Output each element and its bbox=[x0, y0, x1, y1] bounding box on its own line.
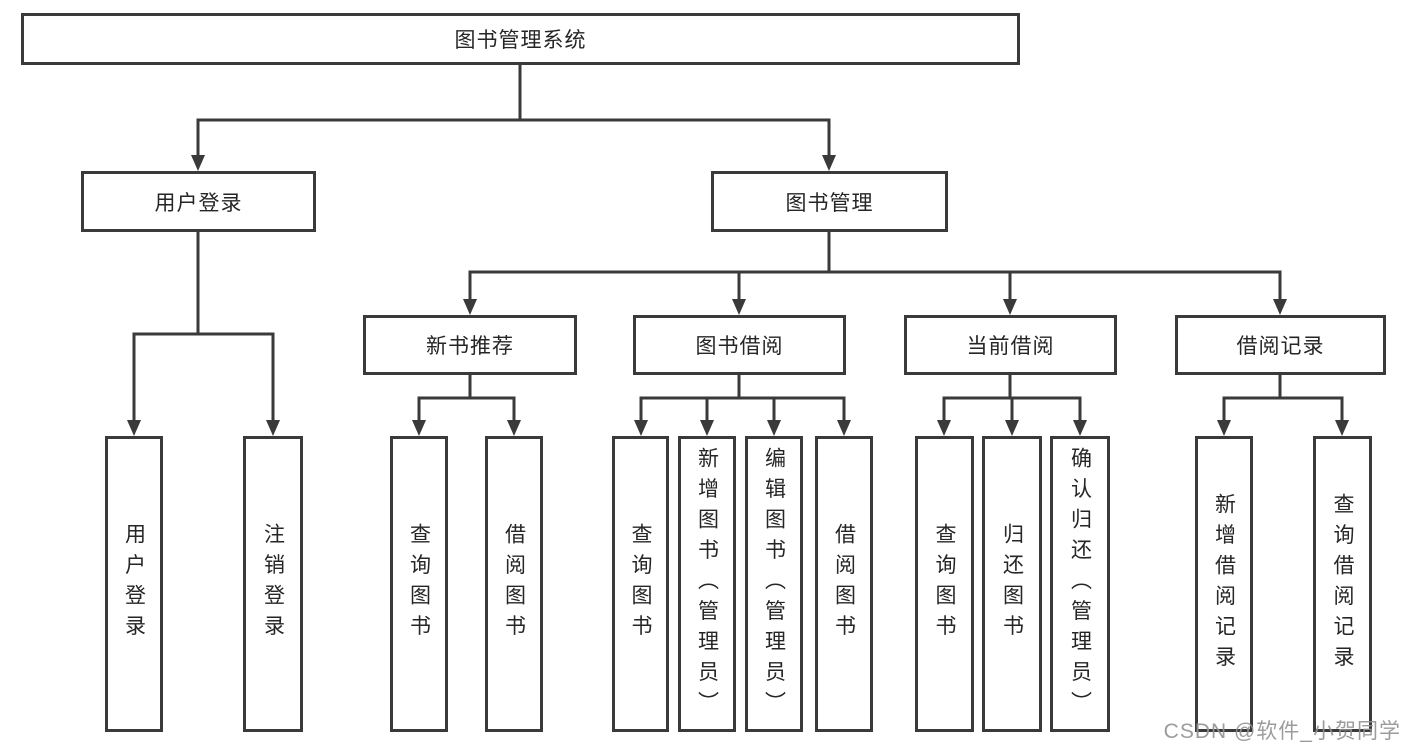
arrowhead-icon bbox=[1273, 299, 1287, 315]
connector-new-books-to-leaves bbox=[412, 375, 521, 436]
leaf-add-books-admin: 新增图书（管理员） bbox=[678, 436, 736, 732]
leaf-borrow-books: 借阅图书 bbox=[815, 436, 873, 732]
leaf-borrow-books-recommend: 借阅图书 bbox=[485, 436, 543, 732]
connector-book-mgmt-to-level2 bbox=[463, 232, 1287, 315]
leaf-query-books-current: 查询图书 bbox=[915, 436, 974, 732]
leaf-logout: 注销登录 bbox=[243, 436, 303, 732]
connector-root-to-level1 bbox=[191, 65, 836, 171]
leaf-user-login: 用户登录 bbox=[105, 436, 163, 732]
arrowhead-icon bbox=[700, 420, 714, 436]
leaf-confirm-return-admin: 确认归还（管理员） bbox=[1050, 436, 1110, 732]
node-new-book-recommend: 新书推荐 bbox=[363, 315, 577, 375]
arrowhead-icon bbox=[1003, 299, 1017, 315]
connector-current-borrow-to-leaves bbox=[937, 375, 1087, 436]
arrowhead-icon bbox=[191, 155, 205, 171]
arrowhead-icon bbox=[1005, 420, 1019, 436]
leaf-query-borrow-record: 查询借阅记录 bbox=[1313, 436, 1372, 732]
node-label: 借阅记录 bbox=[1236, 335, 1325, 358]
arrowhead-icon bbox=[1217, 420, 1231, 436]
node-book-management-branch: 图书管理 bbox=[711, 171, 948, 232]
arrowhead-icon bbox=[732, 299, 746, 315]
leaf-query-books-recommend: 查询图书 bbox=[390, 436, 448, 732]
leaf-label: 确认归还（管理员） bbox=[1068, 446, 1092, 722]
leaf-label: 查询图书 bbox=[407, 523, 431, 645]
node-borrowing-records: 借阅记录 bbox=[1175, 315, 1386, 375]
leaf-label: 用户登录 bbox=[122, 523, 146, 645]
arrowhead-icon bbox=[127, 420, 141, 436]
arrowhead-icon bbox=[822, 155, 836, 171]
arrowhead-icon bbox=[1335, 420, 1349, 436]
node-root-system: 图书管理系统 bbox=[21, 13, 1020, 65]
arrowhead-icon bbox=[1073, 420, 1087, 436]
leaf-label: 注销登录 bbox=[261, 523, 285, 645]
node-book-borrowing: 图书借阅 bbox=[633, 315, 846, 375]
arrowhead-icon bbox=[463, 299, 477, 315]
node-label: 当前借阅 bbox=[966, 335, 1055, 358]
leaf-label: 新增图书（管理员） bbox=[695, 446, 719, 722]
leaf-edit-books-admin: 编辑图书（管理员） bbox=[745, 436, 803, 732]
leaf-label: 新增借阅记录 bbox=[1212, 492, 1236, 676]
node-label: 图书管理 bbox=[785, 191, 874, 215]
leaf-label: 借阅图书 bbox=[832, 523, 856, 645]
csdn-watermark: CSDN @软件_小贺同学 bbox=[1163, 720, 1401, 743]
leaf-label: 查询借阅记录 bbox=[1331, 492, 1354, 676]
node-label: 图书借阅 bbox=[695, 335, 784, 358]
arrowhead-icon bbox=[837, 420, 851, 436]
leaf-label: 查询图书 bbox=[629, 523, 652, 645]
node-label: 图书管理系统 bbox=[454, 29, 587, 52]
arrowhead-icon bbox=[507, 420, 521, 436]
leaf-label: 借阅图书 bbox=[502, 523, 526, 645]
connector-user-login-to-leaves bbox=[127, 232, 280, 436]
node-label: 用户登录 bbox=[154, 191, 243, 215]
arrowhead-icon bbox=[412, 420, 426, 436]
connector-book-borrow-to-leaves bbox=[634, 375, 851, 436]
arrowhead-icon bbox=[266, 420, 280, 436]
node-user-login-branch: 用户登录 bbox=[81, 171, 316, 232]
node-current-borrowing: 当前借阅 bbox=[904, 315, 1117, 375]
connector-borrow-records-to-leaves bbox=[1217, 375, 1349, 436]
leaf-label: 归还图书 bbox=[1000, 523, 1024, 645]
node-label: 新书推荐 bbox=[426, 335, 514, 358]
leaf-query-books-borrowing: 查询图书 bbox=[612, 436, 669, 732]
arrowhead-icon bbox=[937, 420, 951, 436]
leaf-label: 编辑图书（管理员） bbox=[762, 446, 786, 722]
leaf-label: 查询图书 bbox=[933, 523, 956, 645]
leaf-return-books: 归还图书 bbox=[982, 436, 1042, 732]
arrowhead-icon bbox=[634, 420, 648, 436]
arrowhead-icon bbox=[767, 420, 781, 436]
leaf-add-borrow-record: 新增借阅记录 bbox=[1195, 436, 1253, 732]
